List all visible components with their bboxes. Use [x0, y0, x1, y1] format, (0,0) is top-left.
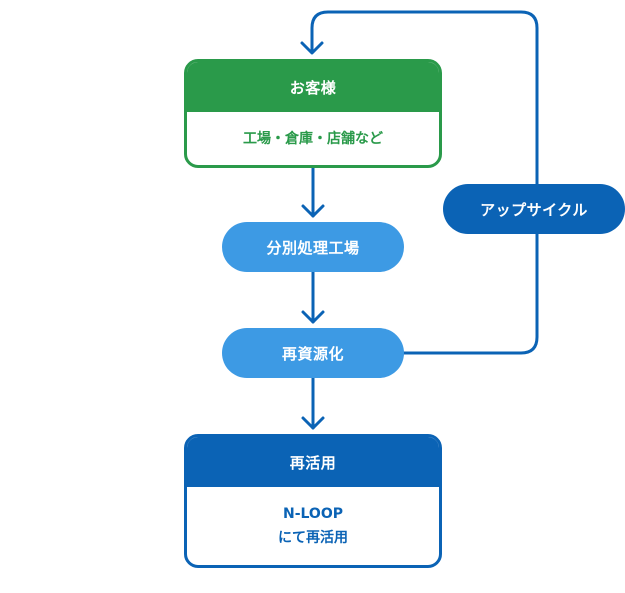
upcycle-node: アップサイクル — [443, 184, 625, 234]
arrowhead-loop-to-customer — [300, 41, 324, 55]
customer-box: お客様 工場・倉庫・店舗など — [184, 59, 442, 168]
reuse-body-line2: にて再活用 — [278, 530, 348, 546]
loop-line — [310, 10, 539, 355]
reuse-title: 再活用 — [187, 437, 439, 487]
arrowhead-customer-to-sorting — [301, 204, 325, 218]
arrowhead-sorting-to-recycling — [301, 310, 325, 324]
reuse-box: 再活用 N-LOOP にて再活用 — [184, 434, 442, 568]
recycling-node: 再資源化 — [222, 328, 404, 378]
customer-subtitle: 工場・倉庫・店舗など — [243, 130, 383, 147]
sorting-plant-node: 分別処理工場 — [222, 222, 404, 272]
arrowhead-recycling-to-reuse — [301, 416, 325, 430]
reuse-body-line1: N-LOOP — [282, 506, 343, 522]
customer-title: お客様 — [187, 62, 439, 112]
reuse-body: N-LOOP にて再活用 — [187, 487, 439, 565]
